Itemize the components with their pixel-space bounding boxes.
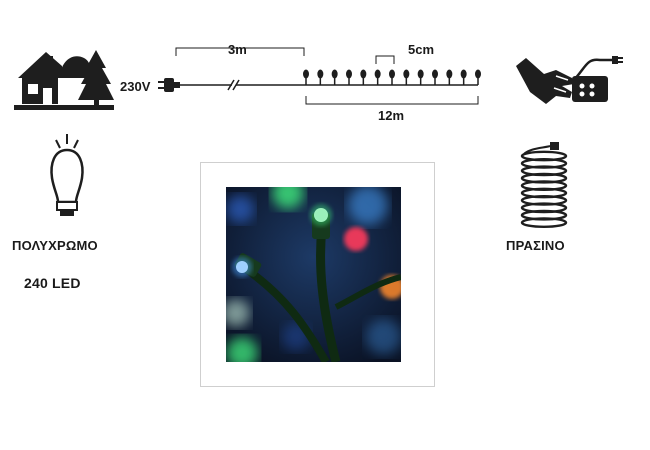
led-dot <box>432 69 438 79</box>
led-dot <box>389 69 395 79</box>
led-dot <box>360 69 367 79</box>
string-length-label: 12m <box>378 108 405 123</box>
led-dot <box>374 69 381 79</box>
house-tree-icon <box>14 44 114 114</box>
led-dot <box>460 69 467 79</box>
led-dot <box>303 69 309 79</box>
led-dot <box>475 69 481 79</box>
voltage-label: 230V <box>120 79 151 94</box>
led-dot <box>403 69 410 79</box>
led-dot <box>331 69 338 79</box>
led-dots <box>303 69 481 85</box>
color-mode-label: ΠΟΛΥΧΡΩΜΟ <box>12 238 98 253</box>
led-dot <box>317 69 324 79</box>
led-spacing-label: 5cm <box>408 42 435 57</box>
cable-length-diagram <box>120 40 500 120</box>
coil-lead <box>523 145 551 155</box>
led-dot <box>346 69 352 79</box>
coiled-cable-icon <box>518 142 578 234</box>
coil-loop <box>520 217 568 229</box>
coil-plug <box>550 142 559 150</box>
cable-color-label: ΠΡΑΣΙΝΟ <box>506 238 565 253</box>
led-dot <box>417 69 424 79</box>
lead-length-label: 3m <box>228 42 247 57</box>
led-dot <box>446 69 453 79</box>
hand-plug-controller-icon <box>516 48 626 118</box>
led-count-label: 240 LED <box>24 275 81 291</box>
product-photo <box>226 187 401 362</box>
led-bulb-icon <box>42 130 92 222</box>
